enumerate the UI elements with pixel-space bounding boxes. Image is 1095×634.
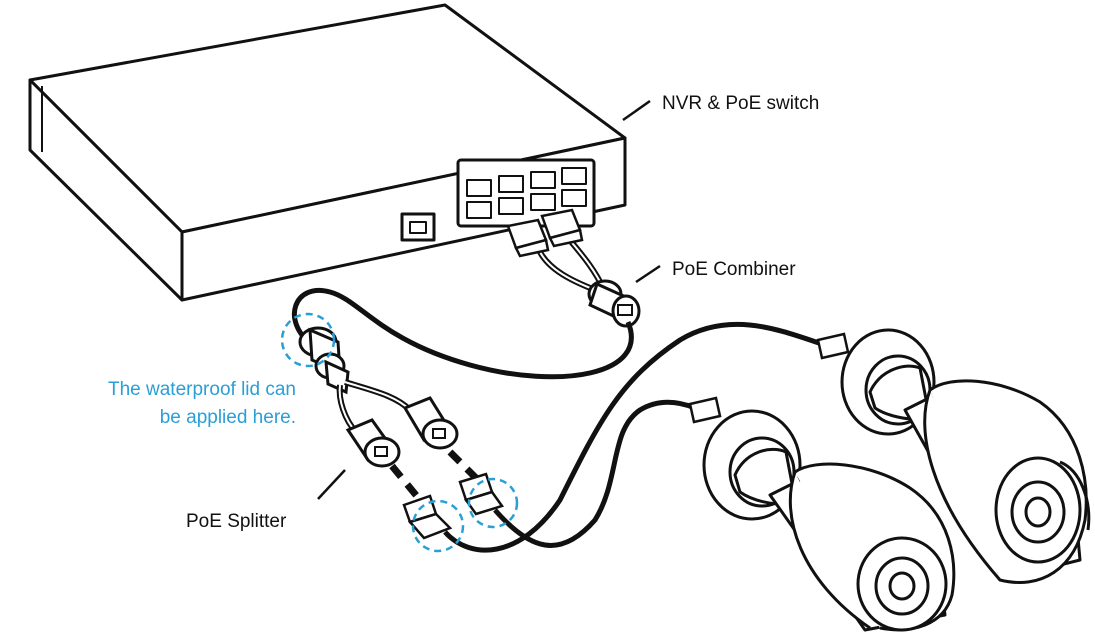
camera-cable-back xyxy=(443,321,823,553)
splitter-label: PoE Splitter xyxy=(186,511,287,532)
main-cable xyxy=(291,287,634,380)
combiner-body xyxy=(587,279,641,328)
camera-cable-front xyxy=(493,399,696,548)
dashed-connections xyxy=(389,449,481,503)
nvr-poe-switch-icon xyxy=(28,3,627,302)
splitter-jacks xyxy=(345,396,459,468)
bullet-camera-icon xyxy=(840,328,1091,584)
waterproof-note-line2: be applied here. xyxy=(159,407,296,428)
nvr-switch-label: NVR & PoE switch xyxy=(662,93,820,114)
waterproof-lid-marker xyxy=(280,312,519,553)
combiner-label: PoE Combiner xyxy=(672,259,796,280)
waterproof-note-line1: The waterproof lid can xyxy=(108,379,296,400)
splitter-body xyxy=(298,326,350,395)
leader-lines xyxy=(317,99,661,500)
waterproof-note: The waterproof lid can be applied here. xyxy=(20,376,296,432)
rj45-plug-icon xyxy=(688,332,850,424)
bullet-camera-icon xyxy=(702,409,956,632)
rj45-plug-icon xyxy=(506,208,584,258)
